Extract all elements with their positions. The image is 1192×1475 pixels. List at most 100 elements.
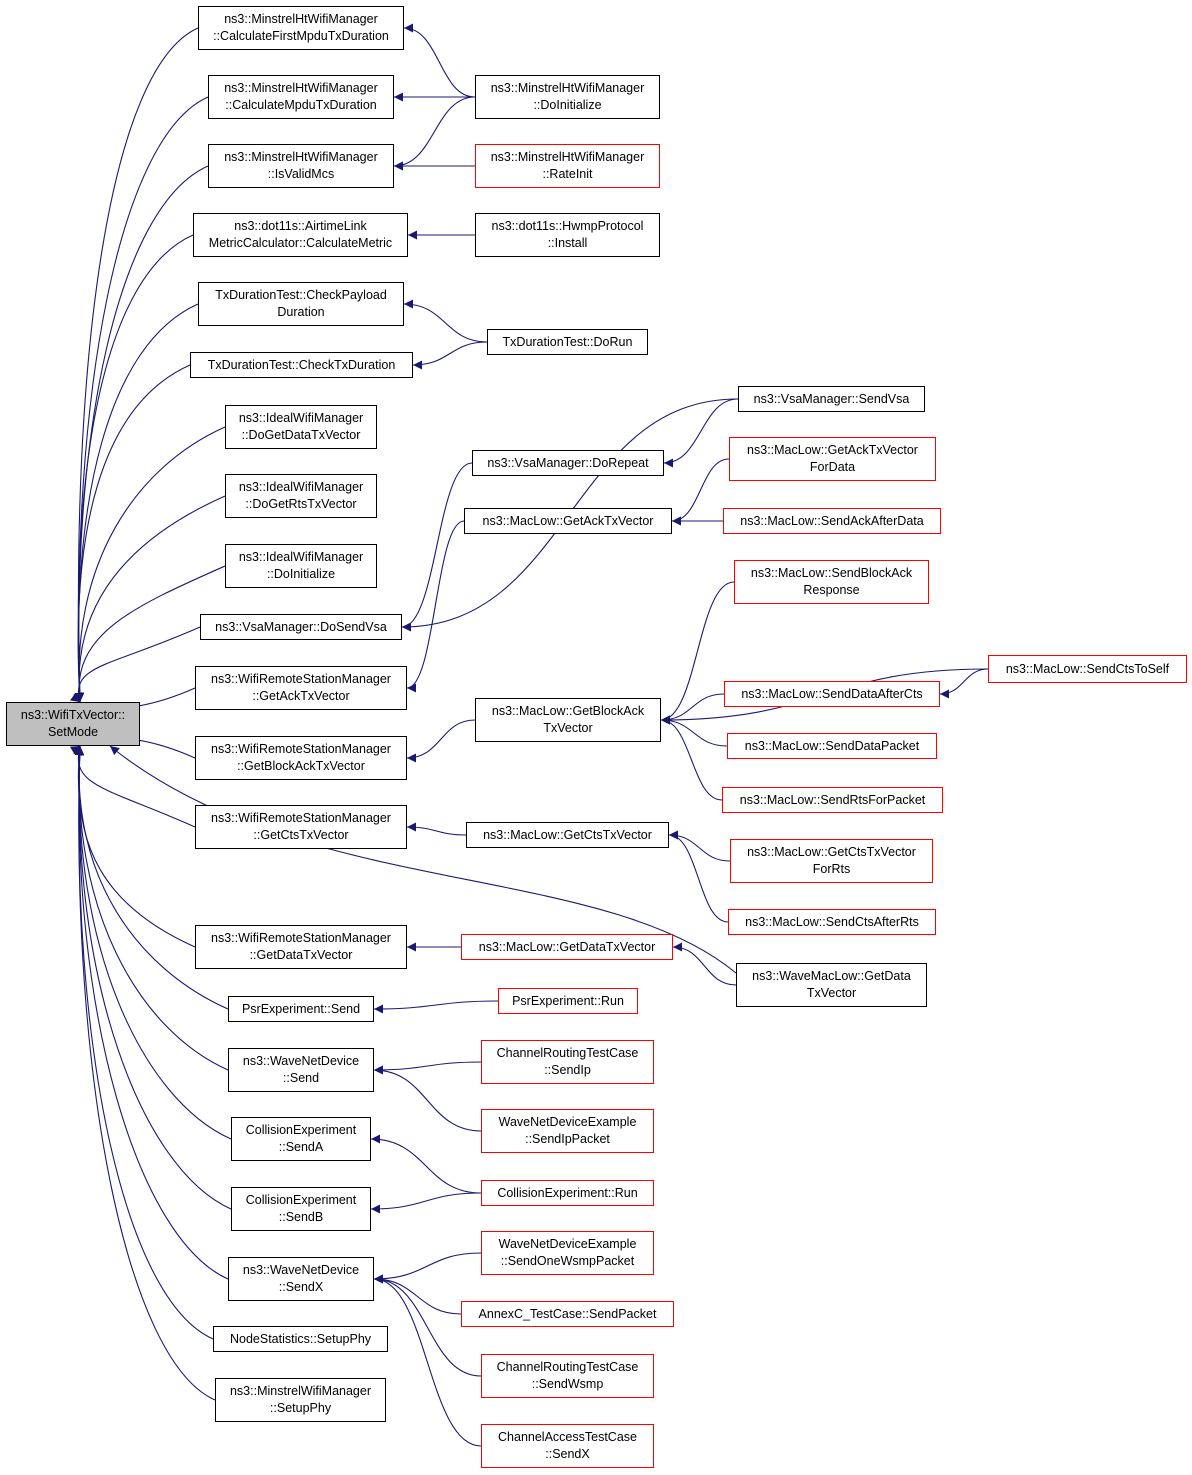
node-ml-sdac[interactable]: ns3::MacLow::SendDataAfterCts (724, 681, 940, 707)
node-ml-gctv[interactable]: ns3::MacLow::GetCtsTxVector (466, 822, 669, 848)
node-wnde-sendonewsmp[interactable]: WaveNetDeviceExample::SendOneWsmpPacket (481, 1231, 654, 1275)
node-mh-ivm[interactable]: ns3::MinstrelHtWifiManager::IsValidMcs (208, 144, 394, 188)
edge-catc-sendx-to-wnd-sendx (373, 1274, 482, 1447)
node-wnd-send[interactable]: ns3::WaveNetDevice::Send (228, 1048, 374, 1092)
node-psr-run[interactable]: PsrExperiment::Run (498, 988, 638, 1014)
node-label: ::GetBlockAckTxVector (237, 759, 365, 773)
node-crtc-sendip[interactable]: ChannelRoutingTestCase::SendIp (481, 1040, 654, 1084)
node-psr-send[interactable]: PsrExperiment::Send (228, 996, 374, 1022)
node-label: ::SetupPhy (269, 1401, 332, 1415)
node-wrsm-gatv[interactable]: ns3::WifiRemoteStationManager::GetAckTxV… (195, 666, 407, 710)
node-ml-saad[interactable]: ns3::MacLow::SendAckAfterData (723, 508, 941, 534)
edge-ce-senda-to-root (75, 745, 232, 1140)
edge-ml-gbatv-to-wrsm-gbatv (406, 719, 476, 763)
node-wrsm-gbatv[interactable]: ns3::WifiRemoteStationManager::GetBlockA… (195, 736, 407, 780)
node-label: ::DoGetRtsTxVector (245, 497, 357, 511)
node-annexc-sendpacket[interactable]: AnnexC_TestCase::SendPacket (461, 1301, 674, 1327)
node-label: ns3::MacLow::SendCtsToSelf (1005, 661, 1170, 676)
node-iw-dgrtv[interactable]: ns3::IdealWifiManager::DoGetRtsTxVector (225, 474, 377, 518)
node-label: ns3::MinstrelHtWifiManager (490, 150, 645, 164)
edge-vsa-dsv-to-root (73, 626, 201, 703)
node-label: CollisionExperiment (245, 1193, 357, 1207)
node-label: ns3::MacLow::GetDataTxVector (478, 939, 656, 954)
node-root[interactable]: ns3::WifiTxVector::SetMode (6, 702, 140, 746)
node-ml-gdtv[interactable]: ns3::MacLow::GetDataTxVector (461, 934, 673, 960)
edge-wrsm-gctv-to-root (73, 745, 196, 828)
node-label: ::SendX (545, 1447, 590, 1461)
node-mh-cmtd[interactable]: ns3::MinstrelHtWifiManager::CalculateMpd… (208, 75, 394, 119)
node-label: ::DoInitialize (266, 567, 336, 581)
node-ce-run[interactable]: CollisionExperiment::Run (481, 1180, 654, 1206)
node-ce-senda[interactable]: CollisionExperiment::SendA (231, 1117, 371, 1161)
node-label: ns3::MinstrelHtWifiManager (224, 12, 378, 26)
node-label: ::SendB (278, 1210, 324, 1224)
node-iw-di[interactable]: ns3::IdealWifiManager::DoInitialize (225, 544, 377, 588)
node-vsa-dsv[interactable]: ns3::VsaManager::DoSendVsa (200, 614, 402, 640)
node-ml-srfp[interactable]: ns3::MacLow::SendRtsForPacket (722, 787, 943, 813)
node-vsa-dorepeat[interactable]: ns3::VsaManager::DoRepeat (472, 450, 664, 476)
node-label: ::RateInit (542, 167, 593, 181)
node-wrsm-gdtv[interactable]: ns3::WifiRemoteStationManager::GetDataTx… (195, 925, 407, 969)
edge-ml-srfp-to-ml-gbatv (660, 715, 723, 801)
node-label: ns3::MacLow::GetCtsTxVector (483, 827, 652, 842)
edge-tdt-ctd-to-root (74, 364, 191, 703)
node-label: MetricCalculator::CalculateMetric (208, 236, 393, 250)
node-vsa-sendvsa[interactable]: ns3::VsaManager::SendVsa (738, 386, 925, 412)
node-label: ns3::MacLow::SendRtsForPacket (739, 792, 926, 807)
node-label: WaveNetDeviceExample (498, 1115, 637, 1129)
node-label: PsrExperiment::Send (241, 1001, 361, 1016)
node-wnde-sendippacket[interactable]: WaveNetDeviceExample::SendIpPacket (481, 1109, 654, 1153)
node-wrsm-gctv[interactable]: ns3::WifiRemoteStationManager::GetCtsTxV… (195, 805, 407, 849)
node-catc-sendx[interactable]: ChannelAccessTestCase::SendX (481, 1424, 654, 1468)
node-iw-dgdtv[interactable]: ns3::IdealWifiManager::DoGetDataTxVector (225, 405, 377, 449)
node-mh-di[interactable]: ns3::MinstrelHtWifiManager::DoInitialize (475, 75, 660, 119)
node-label: ::Install (547, 236, 588, 250)
node-label: ::SendX (278, 1280, 324, 1294)
edge-ml-gatvfd-to-ml-gatv (671, 458, 730, 526)
node-crtc-sendwsmp[interactable]: ChannelRoutingTestCase::SendWsmp (481, 1354, 654, 1398)
node-ml-scar[interactable]: ns3::MacLow::SendCtsAfterRts (728, 909, 936, 935)
node-hwmp-inst[interactable]: ns3::dot11s::HwmpProtocol::Install (475, 213, 660, 257)
edge-ml-gatv-to-wrsm-gatv (406, 520, 465, 693)
node-ml-scts[interactable]: ns3::MacLow::SendCtsToSelf (988, 655, 1187, 683)
node-label: ns3::MacLow::SendAckAfterData (740, 513, 924, 528)
node-mw-sp[interactable]: ns3::MinstrelWifiManager::SetupPhy (215, 1378, 386, 1422)
node-label: ::SendOneWsmpPacket (500, 1254, 635, 1268)
edge-ml-scts-to-ml-sdac (939, 668, 989, 699)
node-ce-sendb[interactable]: CollisionExperiment::SendB (231, 1187, 371, 1231)
node-label: ns3::MacLow::SendDataPacket (744, 738, 920, 753)
edge-mh-ivm-to-root (75, 165, 209, 703)
node-label: ns3::VsaManager::DoRepeat (487, 455, 649, 470)
node-tdt-ctd[interactable]: TxDurationTest::CheckTxDuration (190, 352, 413, 378)
edge-mh-di-to-mh-cfmtd (403, 23, 476, 98)
edge-iw-di-to-root (74, 565, 226, 703)
node-label: ns3::WifiRemoteStationManager (211, 931, 391, 945)
node-mh-cfmtd[interactable]: ns3::MinstrelHtWifiManager::CalculateFir… (198, 6, 404, 50)
node-label: TxDurationTest::CheckTxDuration (207, 357, 396, 372)
node-ns-sp[interactable]: NodeStatistics::SetupPhy (213, 1326, 388, 1352)
node-label: ns3::dot11s::AirtimeLink (234, 219, 367, 233)
node-wnd-sendx[interactable]: ns3::WaveNetDevice::SendX (228, 1257, 374, 1301)
node-label: CollisionExperiment::Run (497, 1185, 638, 1200)
node-ml-sdp[interactable]: ns3::MacLow::SendDataPacket (727, 733, 937, 759)
node-label: ns3::IdealWifiManager (238, 411, 364, 425)
node-ml-gatv[interactable]: ns3::MacLow::GetAckTxVector (464, 508, 672, 534)
edge-ml-scar-to-ml-gctv (668, 830, 729, 923)
node-mh-ri[interactable]: ns3::MinstrelHtWifiManager::RateInit (475, 144, 660, 188)
node-label: AnnexC_TestCase::SendPacket (478, 1306, 657, 1321)
edge-wnde-sendonewsmp-to-wnd-sendx (373, 1252, 482, 1284)
node-tdt-dorun[interactable]: TxDurationTest::DoRun (487, 329, 648, 355)
node-label: ns3::dot11s::HwmpProtocol (491, 219, 644, 233)
node-label: ::SendIp (544, 1063, 591, 1077)
node-label: ns3::MacLow::GetCtsTxVector (747, 845, 916, 859)
edge-mh-cfmtd-to-root (75, 27, 199, 703)
node-label: ForData (809, 460, 856, 474)
